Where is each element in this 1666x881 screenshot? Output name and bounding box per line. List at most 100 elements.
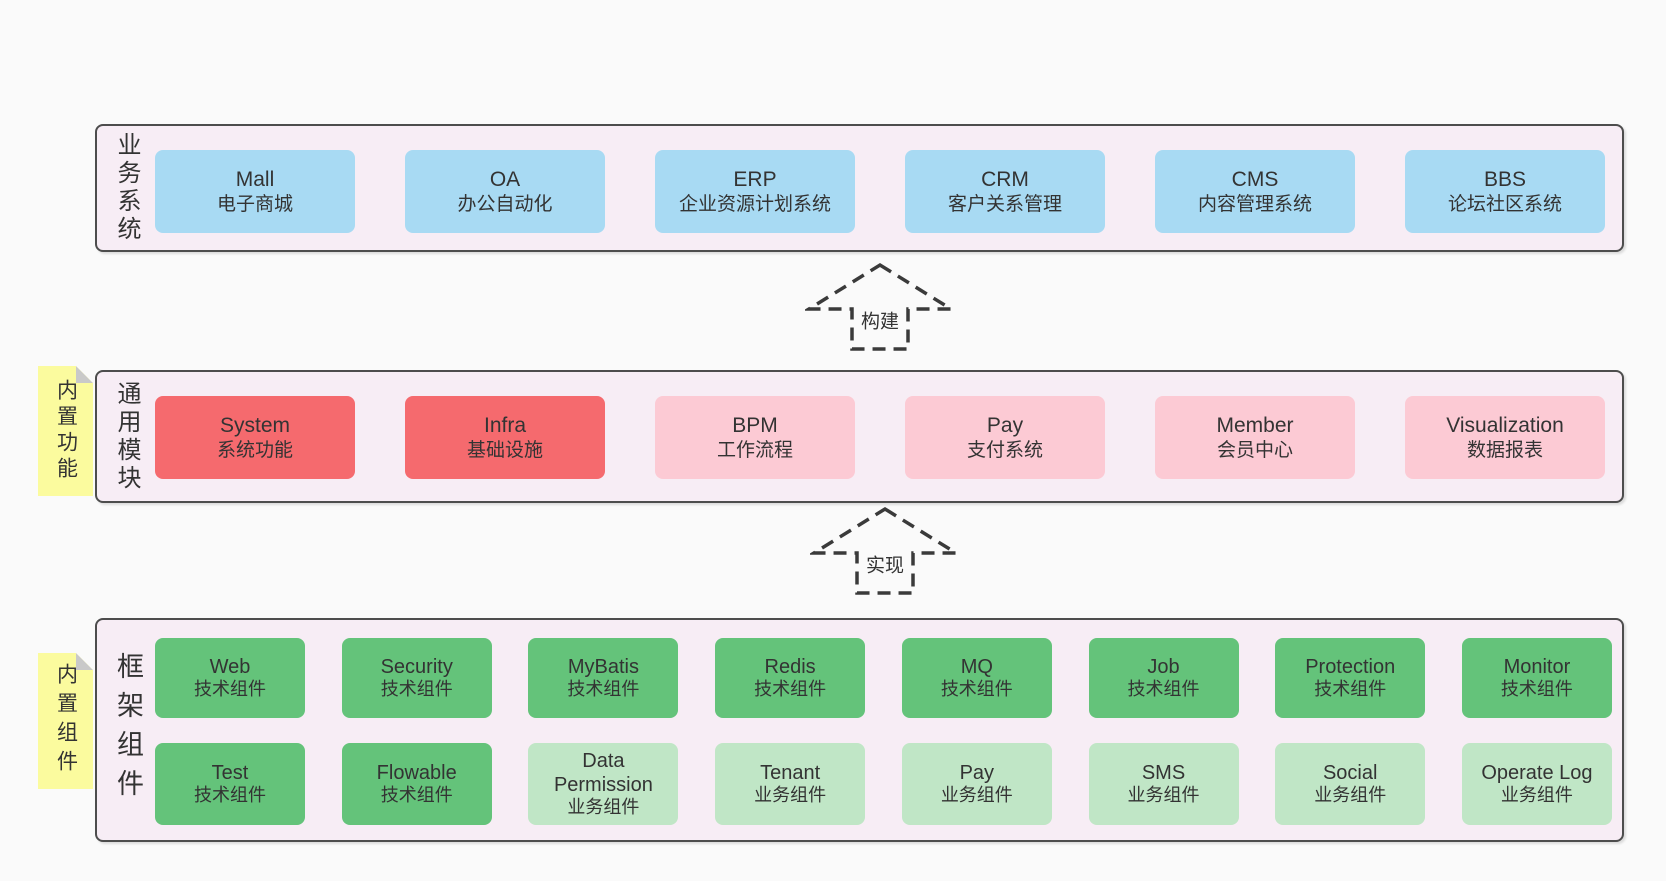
- node-title: Protection: [1305, 655, 1396, 678]
- up-arrow-icon: [805, 262, 955, 351]
- node-sms: SMS 业务组件: [1088, 743, 1239, 825]
- up-arrow-icon: [810, 506, 960, 595]
- node-title: Operate Log: [1481, 761, 1593, 784]
- node-title: OA: [489, 167, 521, 191]
- node-subtitle: 内容管理系统: [1197, 193, 1312, 215]
- node-title: Flowable: [376, 761, 457, 784]
- node-title: ERP: [733, 167, 777, 191]
- node-title: Test: [211, 761, 249, 784]
- node-subtitle: 技术组件: [1500, 679, 1573, 700]
- band-common-modules: 通用模块 System 系统功能 Infra 基础设施 BPM 工作流程 Pay…: [95, 370, 1624, 503]
- sticky-note-text: 内置组件: [54, 663, 78, 779]
- node-subtitle: 技术组件: [940, 679, 1013, 700]
- node-mall: Mall 电子商城: [155, 150, 355, 233]
- node-title: Member: [1216, 413, 1294, 437]
- node-subtitle: 技术组件: [380, 679, 453, 700]
- node-title: Pay: [959, 761, 995, 784]
- implement-arrow: 实现: [810, 506, 960, 596]
- node-subtitle: 业务组件: [1314, 785, 1387, 806]
- node-tenant: Tenant 业务组件: [715, 743, 866, 825]
- band-business-label: 业务系统: [113, 132, 140, 244]
- business-node-row: Mall 电子商城 OA 办公自动化 ERP 企业资源计划系统 CRM 客户关系…: [155, 150, 1605, 233]
- node-title: Security: [380, 655, 453, 678]
- node-pay-component: Pay 业务组件: [901, 743, 1052, 825]
- node-social: Social 业务组件: [1275, 743, 1426, 825]
- node-title: Web: [209, 655, 251, 678]
- node-subtitle: 论坛社区系统: [1447, 193, 1562, 215]
- node-title: Pay: [986, 413, 1024, 437]
- node-title: Redis: [764, 655, 816, 678]
- node-oa: OA 办公自动化: [405, 150, 605, 233]
- implement-arrow-label: 实现: [862, 549, 908, 579]
- node-protection: Protection 技术组件: [1275, 638, 1426, 718]
- node-subtitle: 业务组件: [754, 785, 827, 806]
- node-job: Job 技术组件: [1088, 638, 1239, 718]
- sticky-note-built-in-functions: 内置功能: [38, 366, 93, 496]
- node-title: Job: [1147, 655, 1180, 678]
- node-subtitle: 基础设施: [466, 439, 543, 461]
- node-erp: ERP 企业资源计划系统: [655, 150, 855, 233]
- node-subtitle: 支付系统: [966, 439, 1043, 461]
- node-title: Tenant: [760, 761, 821, 784]
- node-web: Web 技术组件: [155, 638, 305, 718]
- node-bpm: BPM 工作流程: [655, 396, 855, 479]
- node-redis: Redis 技术组件: [715, 638, 866, 718]
- node-mybatis: MyBatis 技术组件: [528, 638, 679, 718]
- node-subtitle: 业务组件: [940, 785, 1013, 806]
- node-subtitle: 业务组件: [567, 797, 640, 818]
- node-subtitle: 业务组件: [1500, 785, 1573, 806]
- node-system: System 系统功能: [155, 396, 355, 479]
- folded-corner-icon: [76, 366, 93, 383]
- node-title: System: [219, 413, 290, 437]
- node-title: CMS: [1231, 167, 1279, 191]
- node-title: Visualization: [1446, 413, 1564, 437]
- build-arrow-label: 构建: [857, 305, 903, 335]
- node-subtitle: 技术组件: [1127, 679, 1200, 700]
- node-member: Member 会员中心: [1155, 396, 1355, 479]
- node-operate-log: Operate Log 业务组件: [1461, 743, 1612, 825]
- build-arrow: 构建: [805, 262, 955, 352]
- node-subtitle: 技术组件: [194, 785, 266, 806]
- node-title: Infra: [483, 413, 527, 437]
- node-subtitle: 会员中心: [1216, 439, 1293, 461]
- node-title: Data Permission: [553, 749, 653, 797]
- node-crm: CRM 客户关系管理: [905, 150, 1105, 233]
- modules-node-row: System 系统功能 Infra 基础设施 BPM 工作流程 Pay 支付系统…: [155, 396, 1605, 479]
- node-title: MyBatis: [567, 655, 639, 678]
- node-infra: Infra 基础设施: [405, 396, 605, 479]
- node-subtitle: 技术组件: [1314, 679, 1387, 700]
- node-subtitle: 系统功能: [216, 439, 293, 461]
- node-title: Mall: [235, 167, 275, 191]
- node-subtitle: 业务组件: [1127, 785, 1200, 806]
- node-title: Social: [1322, 761, 1378, 784]
- band-components-label: 框架组件: [113, 652, 143, 808]
- node-title: CRM: [981, 167, 1029, 191]
- node-subtitle: 办公自动化: [457, 193, 553, 215]
- node-cms: CMS 内容管理系统: [1155, 150, 1355, 233]
- node-subtitle: 企业资源计划系统: [678, 193, 831, 215]
- node-subtitle: 技术组件: [567, 679, 640, 700]
- band-modules-label: 通用模块: [113, 380, 140, 493]
- node-subtitle: 技术组件: [380, 785, 453, 806]
- node-subtitle: 技术组件: [194, 679, 266, 700]
- node-mq: MQ 技术组件: [901, 638, 1052, 718]
- node-title: Monitor: [1503, 655, 1571, 678]
- node-subtitle: 电子商城: [216, 193, 293, 215]
- node-data-permission: Data Permission 业务组件: [528, 743, 679, 825]
- components-node-row-1: Web 技术组件 Security 技术组件 MyBatis 技术组件 Redi…: [155, 638, 1612, 718]
- node-subtitle: 数据报表: [1466, 439, 1543, 461]
- node-title: BPM: [732, 413, 778, 437]
- sticky-note-text: 内置功能: [54, 379, 78, 483]
- node-bbs: BBS 论坛社区系统: [1405, 150, 1605, 233]
- node-title: BBS: [1483, 167, 1527, 191]
- node-title: MQ: [960, 655, 993, 678]
- folded-corner-icon: [76, 653, 93, 670]
- sticky-note-built-in-components: 内置组件: [38, 653, 93, 789]
- node-subtitle: 客户关系管理: [947, 193, 1062, 215]
- node-visualization: Visualization 数据报表: [1405, 396, 1605, 479]
- node-monitor: Monitor 技术组件: [1461, 638, 1612, 718]
- node-subtitle: 工作流程: [716, 439, 793, 461]
- node-pay-system: Pay 支付系统: [905, 396, 1105, 479]
- node-security: Security 技术组件: [341, 638, 492, 718]
